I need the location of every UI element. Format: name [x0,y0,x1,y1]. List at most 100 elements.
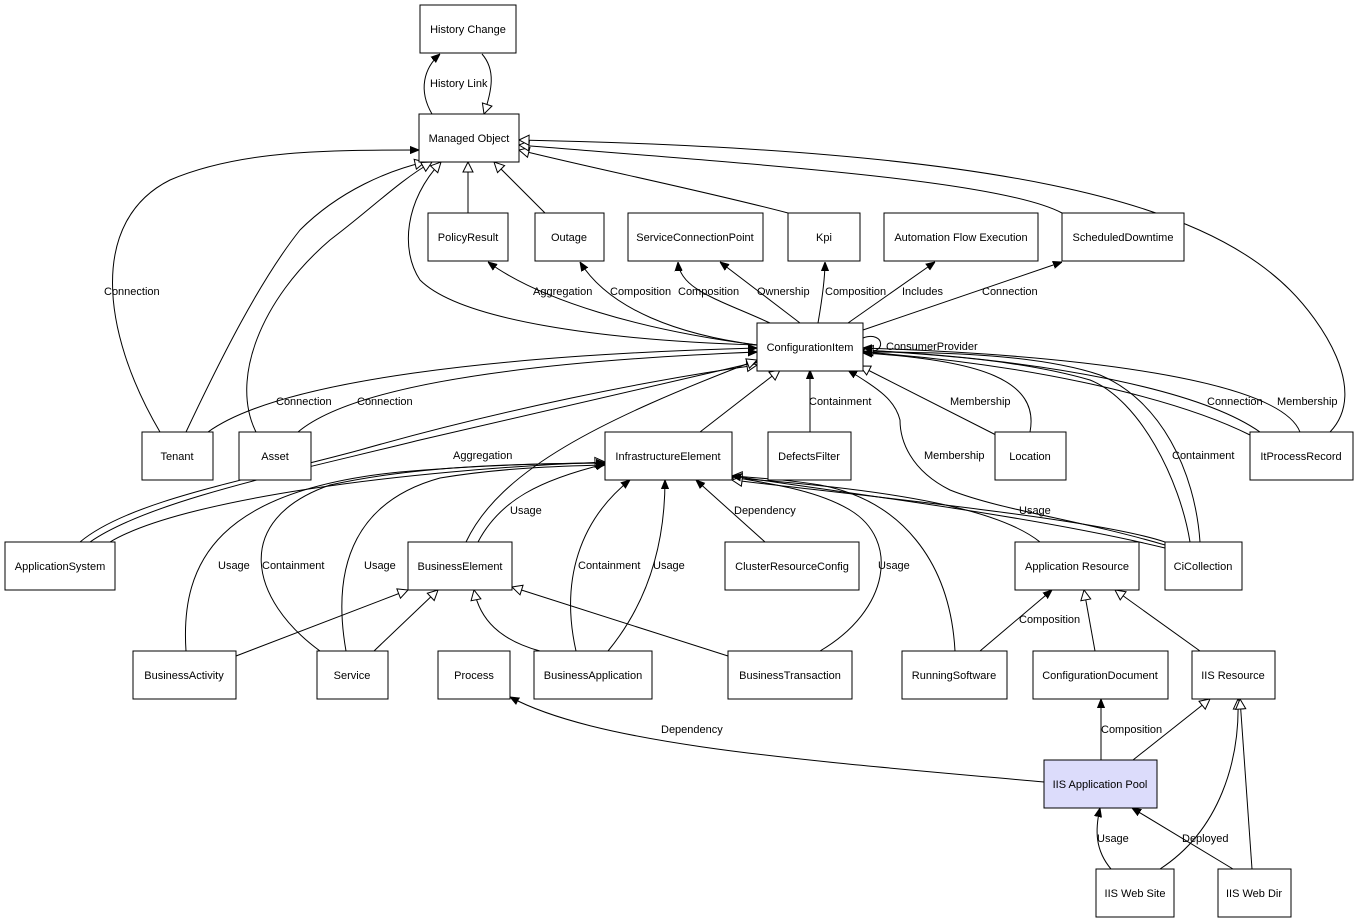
edge-asset-to-managed-inherit [246,162,432,433]
edge-defects-ci-containment: Containment [809,370,871,432]
node-iis-resource-label: IIS Resource [1201,670,1265,682]
node-business-transaction[interactable]: BusinessTransaction [727,650,853,700]
edge-history-link: History Link [423,54,488,115]
node-ci-collection[interactable]: CiCollection [1164,541,1243,591]
node-outage[interactable]: Outage [534,212,605,262]
node-service[interactable]: Service [316,650,389,700]
edge-label-membership-cicoll: Membership [924,450,985,462]
edge-busel-to-ci-inherit [465,360,757,543]
edge-location-to-ci-inherit [860,366,997,436]
node-iis-application-pool-label: IIS Application Pool [1053,779,1148,791]
node-iis-application-pool[interactable]: IIS Application Pool [1043,759,1158,809]
edge-label-composition-confdoc: Composition [1101,724,1162,736]
edge-label-history-link: History Link [430,78,488,90]
node-business-transaction-label: BusinessTransaction [739,670,841,682]
edge-service-infra-usage: Usage [341,465,605,652]
edge-service-infra-containment: Containment [260,463,605,652]
node-business-application-label: BusinessApplication [544,670,642,682]
edge-ci-scp-composition: Composition [678,262,771,324]
edge-history-to-managed-inherit [481,53,491,114]
edge-label-dependency-cluster: Dependency [734,505,796,517]
node-defects-filter[interactable]: DefectsFilter [767,431,852,481]
node-configuration-item-label: ConfigurationItem [767,342,854,354]
edge-label-containment-cicoll: Containment [1172,450,1234,462]
edge-iisres-appres-inherit [1115,590,1201,652]
node-tenant[interactable]: Tenant [141,431,214,481]
node-iis-web-dir[interactable]: IIS Web Dir [1217,868,1292,918]
edge-infra-to-ci-inherit [699,370,780,433]
node-automation-flow-execution-label: Automation Flow Execution [894,232,1027,244]
edge-ci-outage-composition: Composition [580,262,758,346]
edge-label-composition-running: Composition [1019,614,1080,626]
node-service-connection-point[interactable]: ServiceConnectionPoint [627,212,764,262]
node-policy-result[interactable]: PolicyResult [427,212,509,262]
edge-service-busel-inherit [373,590,438,652]
node-business-activity-label: BusinessActivity [144,670,224,682]
edge-bustrans-busel-inherit [512,587,729,657]
node-infrastructure-element[interactable]: InfrastructureElement [604,431,733,481]
node-application-system[interactable]: ApplicationSystem [4,541,116,591]
node-managed-object[interactable]: Managed Object [418,113,520,163]
node-kpi[interactable]: Kpi [787,212,861,262]
node-business-activity[interactable]: BusinessActivity [132,650,237,700]
node-cluster-resource-config-label: ClusterResourceConfig [735,561,849,573]
node-cluster-resource-config[interactable]: ClusterResourceConfig [724,541,860,591]
node-automation-flow-execution[interactable]: Automation Flow Execution [883,212,1039,262]
node-iis-resource[interactable]: IIS Resource [1191,650,1276,700]
node-ci-collection-label: CiCollection [1174,561,1233,573]
edge-pool-confdoc-composition: Composition [1101,699,1162,760]
node-asset[interactable]: Asset [238,431,312,481]
node-configuration-item[interactable]: ConfigurationItem [756,322,864,372]
edge-cicoll-infra-inherit [732,480,1166,543]
edge-ci-afe-includes: Includes [847,262,943,324]
node-defects-filter-label: DefectsFilter [778,451,840,463]
edge-pool-process-dependency: Dependency [510,697,1045,783]
edge-label-composition-scp: Composition [678,286,739,298]
node-iis-web-site[interactable]: IIS Web Site [1095,868,1175,918]
node-application-system-label: ApplicationSystem [15,561,106,573]
edge-tenant-to-managed-inherit [185,162,425,433]
node-history-change[interactable]: History Change [419,4,517,54]
edge-label-connection-sched: Connection [982,286,1038,298]
node-configuration-document[interactable]: ConfigurationDocument [1032,650,1169,700]
node-business-element[interactable]: BusinessElement [407,541,513,591]
edge-tenant-ci-connection: Connection [207,348,757,433]
node-policy-result-label: PolicyResult [438,232,499,244]
edge-ci-scp-ownership: Ownership [720,262,810,324]
edge-busapp-infra-usage: Usage [607,480,685,652]
edge-sched-to-managed-inherit [519,145,1063,214]
edge-confdoc-appres-inherit [1084,590,1096,652]
edge-busel-infra-usage: Usage [477,464,605,543]
node-running-software[interactable]: RunningSoftware [901,650,1008,700]
edge-cicoll-infra-usage: Usage [732,476,1166,549]
edge-label-usage-busapp: Usage [653,560,685,572]
edge-ci-to-managed-inherit [407,162,758,346]
node-business-element-label: BusinessElement [418,561,503,573]
node-it-process-record[interactable]: ItProcessRecord [1249,431,1354,481]
node-infrastructure-element-label: InfrastructureElement [615,451,720,463]
edge-label-containment-busapp: Containment [578,560,640,572]
edge-label-connection-tenant: Connection [104,286,160,298]
edge-busapp-busel-inherit [474,590,541,652]
edge-label-composition-kpi: Composition [825,286,886,298]
edge-label-ownership-scp: Ownership [757,286,810,298]
node-iis-web-site-label: IIS Web Site [1105,888,1166,900]
edge-busact-busel-inherit [235,590,408,657]
node-application-resource[interactable]: Application Resource [1014,541,1140,591]
node-location-label: Location [1009,451,1051,463]
edge-itpr-ci-membership: Membership [863,348,1338,433]
node-location[interactable]: Location [994,431,1067,481]
edge-ci-sched-connection: Connection [862,262,1062,331]
node-business-application[interactable]: BusinessApplication [533,650,653,700]
edge-label-usage-website: Usage [1097,833,1129,845]
edge-ci-policy-aggregation: Aggregation [488,262,758,346]
node-process[interactable]: Process [437,650,511,700]
edge-busact-infra-usage: Usage [184,463,605,652]
node-scheduled-downtime-label: ScheduledDowntime [1073,232,1174,244]
edge-label-membership-location: Membership [950,396,1011,408]
edge-itpr-ci-connection: Connection [863,352,1263,436]
edge-cluster-infra-dependency: Dependency [696,480,796,543]
node-scheduled-downtime[interactable]: ScheduledDowntime [1061,212,1185,262]
edge-ci-kpi-composition: Composition [817,262,886,324]
